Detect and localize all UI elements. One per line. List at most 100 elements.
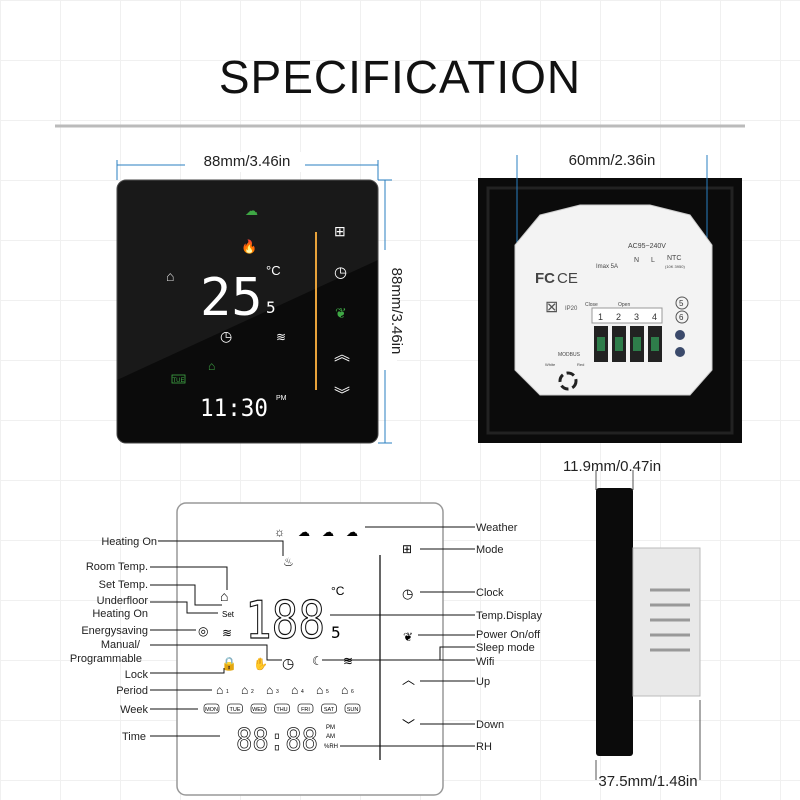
- sleep-moon-icon: ☾: [312, 654, 323, 668]
- label-rh: RH: [476, 741, 492, 753]
- period-number: 6: [351, 689, 354, 695]
- label-up: Up: [476, 676, 490, 688]
- label-week: Week: [120, 704, 148, 716]
- leader-lines: [150, 526, 475, 747]
- week-day-label: TUE: [230, 707, 241, 713]
- modbus-white: White: [545, 362, 556, 367]
- temperature-unit: °C: [331, 584, 345, 598]
- week-day-label: FRI: [301, 707, 310, 713]
- period-house-icon: ⌂: [266, 683, 273, 697]
- temperature-digits: 188: [245, 591, 325, 651]
- label-programmable: Programmable: [70, 653, 142, 665]
- terminal-3: 3: [634, 312, 639, 322]
- label-mode: Mode: [476, 544, 504, 556]
- period-icon: ⌂: [208, 359, 215, 373]
- terminal-1: 1: [598, 312, 603, 322]
- energy-saving-icon: ◎: [198, 624, 208, 638]
- ce-mark: CE: [557, 270, 578, 287]
- side-view: 11.9mm/0.47in 37.5mm/1.48in: [563, 458, 701, 790]
- week-day-label: MON: [205, 707, 218, 713]
- label-clock: Clock: [476, 587, 504, 599]
- day-badge: [171, 374, 186, 384]
- period-number: 1: [226, 689, 229, 695]
- down-icon: ﹀: [402, 718, 415, 733]
- label-energysaving: Energysaving: [81, 625, 148, 637]
- label-set-temp: Set Temp.: [99, 579, 148, 591]
- cloud-icon: ☁: [298, 525, 310, 539]
- terminal-4: 4: [652, 312, 657, 322]
- week-day-label: WED: [252, 707, 265, 713]
- down-button[interactable]: ︾: [334, 386, 350, 404]
- am-indicator: AM: [326, 734, 335, 740]
- week-badge: [297, 703, 314, 714]
- temperature-display: 25: [200, 268, 263, 328]
- terminal-labels-bg: [591, 307, 663, 324]
- n-label: N: [634, 257, 639, 264]
- front-height-label: 88mm/3.46in: [388, 268, 405, 355]
- back-width-label: 60mm/2.36in: [569, 152, 656, 169]
- screw-icon: [675, 347, 685, 357]
- ntc-terminal-5: 5: [679, 299, 684, 308]
- week-badge: [344, 703, 361, 714]
- clock-icon: ◷: [220, 328, 232, 344]
- week-day-label: THU: [276, 707, 287, 713]
- label-temp-display: Temp.Display: [476, 610, 543, 622]
- clock-button[interactable]: ◷: [334, 264, 347, 281]
- program-clock-icon: ◷: [282, 655, 294, 671]
- terminal-2: 2: [616, 312, 621, 322]
- power-leaf-button[interactable]: ❦: [335, 305, 347, 321]
- manual-hand-icon: ✋: [253, 657, 268, 671]
- up-button[interactable]: ︽: [334, 347, 350, 364]
- week-badge: [250, 703, 267, 714]
- week-badge: [203, 703, 220, 714]
- ntc-terminal-6: 6: [679, 313, 684, 322]
- rh-indicator: %RH: [324, 744, 338, 750]
- label-sleep-mode: Sleep mode: [476, 642, 535, 654]
- label-wifi: Wifi: [476, 656, 494, 668]
- wifi-icon: ≋: [343, 654, 353, 668]
- mode-button[interactable]: ⊞: [334, 223, 346, 239]
- ampm-indicator: PM: [276, 395, 287, 402]
- glass-reflection: [117, 180, 378, 380]
- room-temp-icon: ⌂: [220, 588, 228, 604]
- modbus-red: Red: [577, 362, 584, 367]
- terminal-block: 1 2 3 4: [591, 307, 663, 362]
- ntc-terminal-ring: [675, 310, 689, 324]
- period-number: 3: [276, 689, 279, 695]
- period-house-icon: ⌂: [216, 683, 223, 697]
- week-badge: [321, 703, 337, 714]
- side-total-label: 37.5mm/1.48in: [598, 773, 697, 790]
- flame-icon: 🔥: [241, 239, 257, 254]
- back-module: [514, 204, 713, 396]
- label-period: Period: [116, 685, 148, 697]
- front-width-label: 88mm/3.46in: [204, 153, 291, 170]
- vent-slots: [650, 588, 690, 652]
- underfloor-heating-icon: ≋: [222, 626, 232, 640]
- label-time: Time: [122, 731, 146, 743]
- weee-icon: ⊠: [545, 299, 558, 316]
- thermostat-front: [116, 179, 379, 444]
- terminal-green: [651, 337, 659, 351]
- period-number: 4: [301, 689, 304, 695]
- week-badge: [227, 703, 243, 714]
- temperature-decimal: 5: [331, 623, 341, 642]
- sun-icon: ☼: [274, 525, 285, 539]
- fc-mark: FC: [535, 270, 555, 287]
- period-house-icon: ⌂: [316, 683, 323, 697]
- power-leaf-icon: ❦: [403, 630, 413, 644]
- modbus-port: [558, 371, 578, 391]
- side-module: [632, 547, 701, 697]
- label-down: Down: [476, 719, 504, 731]
- screw-icon: [675, 330, 685, 340]
- label-bg: [375, 250, 397, 370]
- close-label: Close: [585, 302, 598, 308]
- voltage-label: AC95~240V: [628, 243, 666, 250]
- label-underfloor-heating-on: Heating On: [92, 608, 148, 620]
- pm-indicator: PM: [326, 725, 335, 731]
- wifi-icon: ≋: [276, 330, 286, 344]
- flame-icon: ♨: [283, 555, 294, 569]
- diagram-panel: [176, 502, 444, 796]
